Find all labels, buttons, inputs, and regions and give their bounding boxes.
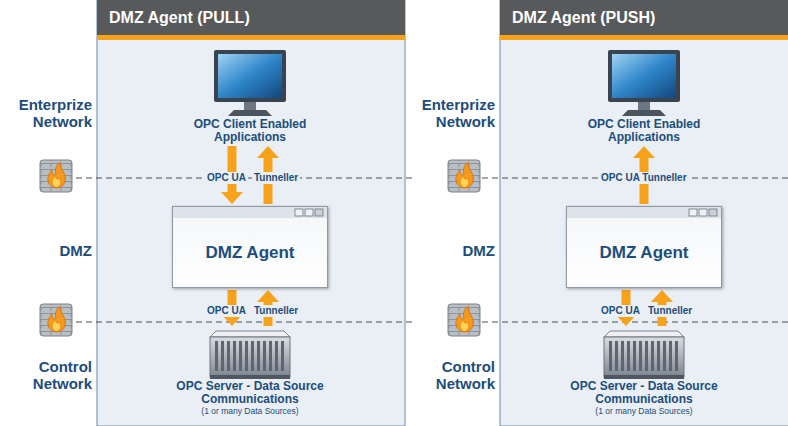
scenario-panel: DMZ Agent (PUSH) OPC Client Enabled Appli… <box>500 0 788 426</box>
arrow-label: OPC UA <box>205 305 248 317</box>
agent-window: DMZ Agent <box>566 206 722 288</box>
device-label: OPC Server - Data Source Communications <box>549 380 739 406</box>
zone-label: Enterprize Network <box>2 96 92 130</box>
arrow-label: Tunneller <box>252 305 300 317</box>
arrow-label: Tunneller <box>646 305 694 317</box>
device-note: (1 or many Data Sources) <box>155 406 345 417</box>
arrow-label: OPC UA Tunneller <box>599 172 689 184</box>
agent-title: DMZ Agent <box>205 243 294 263</box>
panel-header: DMZ Agent (PUSH) <box>500 0 788 40</box>
zone-label: DMZ <box>2 242 92 259</box>
device-note: (1 or many Data Sources) <box>549 406 739 417</box>
arrow-label: Tunneller <box>252 172 300 184</box>
zone-label: Control Network <box>2 358 92 392</box>
panel-header: DMZ Agent (PULL) <box>97 0 405 40</box>
arrow-label: OPC UA <box>205 172 248 184</box>
device-node: OPC Server - Data Source Communications(… <box>549 328 739 417</box>
window-buttons <box>294 208 324 217</box>
device-label: OPC Server - Data Source Communications <box>155 380 345 406</box>
device-label: OPC Client Enabled Applications <box>175 118 325 144</box>
zone-label: Enterprize Network <box>405 96 495 130</box>
device-node: OPC Server - Data Source Communications(… <box>155 328 345 417</box>
window-buttons <box>688 208 718 217</box>
arrow-label: OPC UA <box>599 305 642 317</box>
device-node: OPC Client Enabled Applications <box>175 46 325 144</box>
agent-window: DMZ Agent <box>172 206 328 288</box>
agent-title: DMZ Agent <box>599 243 688 263</box>
scenario-panel: DMZ Agent (PULL) OPC Client Enabled Appli… <box>97 0 405 426</box>
device-node: OPC Client Enabled Applications <box>569 46 719 144</box>
device-label: OPC Client Enabled Applications <box>569 118 719 144</box>
zone-label: Control Network <box>405 358 495 392</box>
zone-label: DMZ <box>405 242 495 259</box>
